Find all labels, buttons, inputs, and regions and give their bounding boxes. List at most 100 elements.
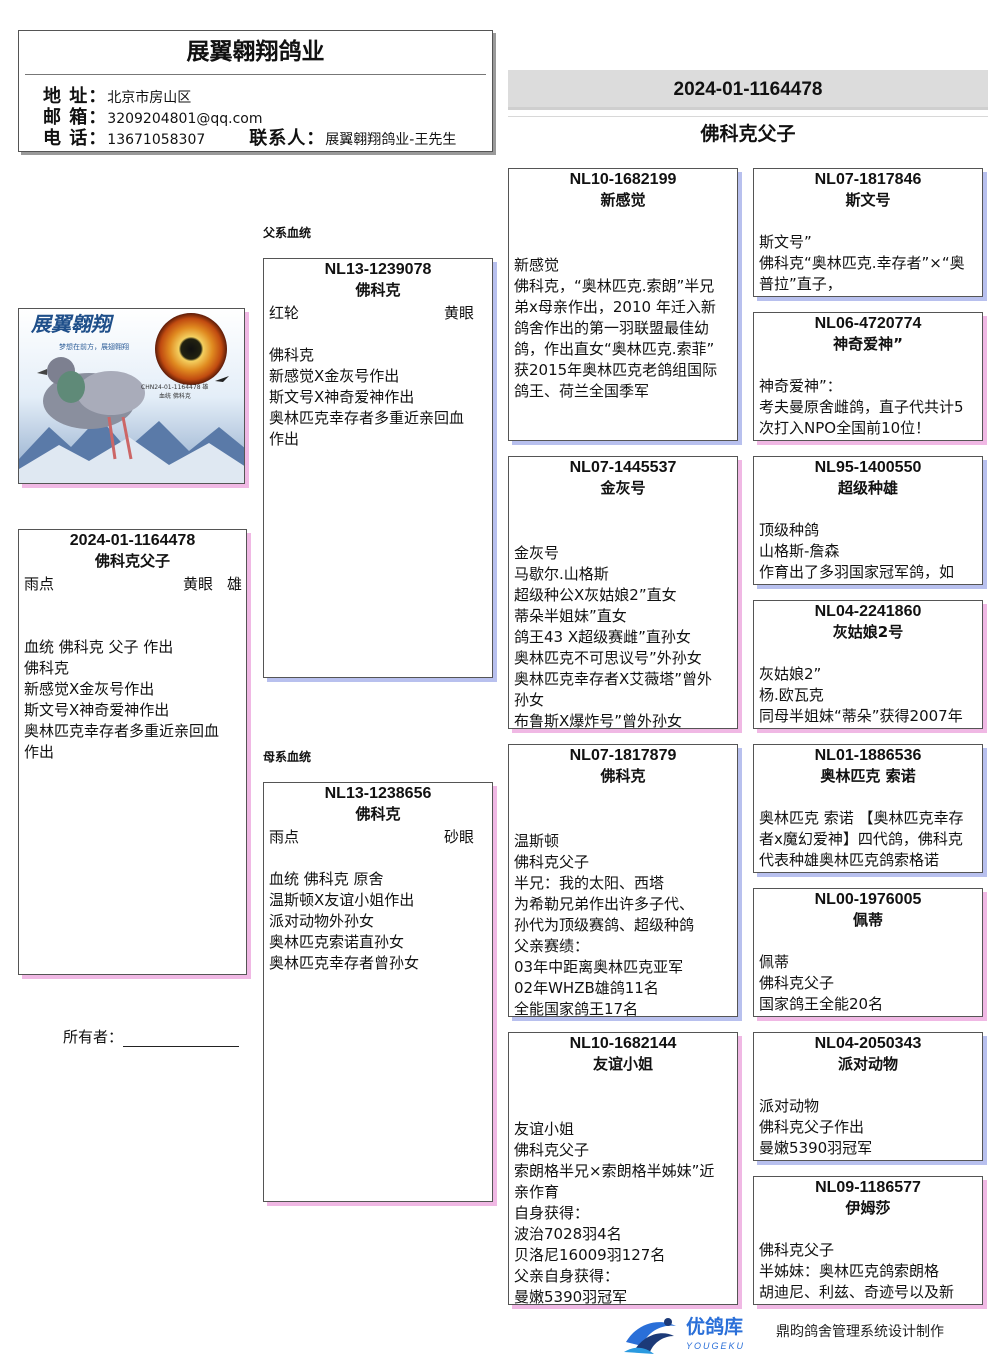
gen2-card-sire-dam: NL07-1445537 金灰号 金灰号 马歇尔.山格斯 超级种公X灰姑娘2”直… bbox=[508, 456, 738, 729]
dam-traits: 雨点 砂眼 bbox=[264, 825, 492, 848]
phone-row: 电 话：13671058307 联系人：展翼翱翔鸽业-王先生 bbox=[43, 128, 456, 151]
sire-traits: 红轮 黄眼 bbox=[264, 301, 492, 324]
subject-eye: 黄眼 bbox=[183, 575, 213, 593]
title-bar: 2024-01-1164478 bbox=[508, 70, 988, 110]
gen3-name: 斯文号 bbox=[754, 190, 982, 211]
gen3-desc: 顶级种鸽 山格斯-詹森 作育出了多羽国家冠军鸽，如 bbox=[754, 520, 982, 583]
sire-card: NL13-1239078 佛科克 红轮 黄眼 佛科克 新感觉X金灰号作出 斯文号… bbox=[263, 258, 493, 678]
gen2-name: 友谊小姐 bbox=[509, 1054, 737, 1075]
sire-desc: 佛科克 新感觉X金灰号作出 斯文号X神奇爱神作出 奥林匹克幸存者多重近亲回血 作… bbox=[264, 345, 492, 450]
footer-credit: 鼎昀鸽舍管理系统设计制作 bbox=[776, 1322, 944, 1342]
title-ring: 2024-01-1164478 bbox=[508, 70, 988, 110]
owner-label: 所有者： bbox=[63, 1028, 123, 1046]
gen3-name: 派对动物 bbox=[754, 1054, 982, 1075]
subject-color: 雨点 bbox=[24, 574, 54, 595]
yougeku-logo-icon bbox=[620, 1312, 682, 1356]
gen3-name: 超级种雄 bbox=[754, 478, 982, 499]
gen2-card-dam-dam: NL10-1682144 友谊小姐 友谊小姐 佛科克父子 索朗格半兄×索朗格半姊… bbox=[508, 1032, 738, 1305]
gen2-card-sire-sire: NL10-1682199 新感觉 新感觉 佛科克，“奥林匹克.索朗”半兄 弟x母… bbox=[508, 168, 738, 441]
gen3-ring: NL01-1886536 bbox=[754, 745, 982, 766]
gen2-ring: NL10-1682199 bbox=[509, 169, 737, 190]
gen2-desc: 友谊小姐 佛科克父子 索朗格半兄×索朗格半姊妹”近 亲作育 自身获得： 波治70… bbox=[509, 1119, 737, 1305]
gen3-card-4: NL04-2241860 灰姑娘2号 灰姑娘2” 杨.欧瓦克 同母半姐妹“蒂朵”… bbox=[753, 600, 983, 729]
gen3-card-5: NL01-1886536 奥林匹克 索诺 奥林匹克 索诺 【奥林匹克幸存 者x魔… bbox=[753, 744, 983, 873]
dam-card: NL13-1238656 佛科克 雨点 砂眼 血统 佛科克 原舍 温斯顿X友谊小… bbox=[263, 782, 493, 1202]
gen3-name: 灰姑娘2号 bbox=[754, 622, 982, 643]
owner-line: 所有者： bbox=[63, 1027, 239, 1047]
gen2-desc: 温斯顿 佛科克父子 半兄：我的太阳、西塔 为希勒兄弟作出许多子代、 孙代为顶级赛… bbox=[509, 831, 737, 1017]
eye-graphic bbox=[155, 313, 227, 385]
gen3-desc: 佛科克父子 半姊妹：奥林匹克鸽索朗格 胡迪尼、利兹、奇迹号以及新 bbox=[754, 1240, 982, 1303]
sire-name: 佛科克 bbox=[264, 280, 492, 301]
dam-eye: 砂眼 bbox=[444, 827, 474, 848]
phone-value: 13671058307 bbox=[107, 132, 205, 148]
subject-card: 2024-01-1164478 佛科克父子 雨点 黄眼雄 血统 佛科克 父子 作… bbox=[18, 529, 247, 975]
header-divider bbox=[25, 74, 486, 75]
dam-ring: NL13-1238656 bbox=[264, 783, 492, 804]
sire-label: 父系血统 bbox=[263, 224, 311, 242]
gen3-desc: 派对动物 佛科克父子作出 曼嫩5390羽冠军 bbox=[754, 1096, 982, 1159]
subject-traits: 雨点 黄眼雄 bbox=[19, 572, 246, 595]
gen2-desc: 新感觉 佛科克，“奥林匹克.索朗”半兄 弟x母亲作出，2010 年迁入新 鸽舍作… bbox=[509, 255, 737, 402]
address-value: 北京市房山区 bbox=[107, 90, 191, 106]
address-label: 地 址： bbox=[43, 86, 107, 107]
gen3-card-1: NL07-1817846 斯文号 斯文号” 佛科克“奥林匹克.幸存者”×“奥 普… bbox=[753, 168, 983, 297]
gen3-card-3: NL95-1400550 超级种雄 顶级种鸽 山格斯-詹森 作育出了多羽国家冠军… bbox=[753, 456, 983, 585]
footer-logo: 优鸽库 YOUGEKU bbox=[620, 1312, 766, 1358]
pigeon-photo-art: 展翼翱翔 梦想在前方，展翅翱翔 CHN24-01-1164478 雄 血统 佛科… bbox=[19, 309, 245, 484]
gen3-desc: 佩蒂 佛科克父子 国家鸽王全能20名 bbox=[754, 952, 982, 1015]
footer-brand-en: YOUGEKU bbox=[686, 1340, 745, 1352]
email-row: 邮 箱：3209204801@qq.com bbox=[43, 107, 262, 130]
pigeon-photo: 展翼翱翔 梦想在前方，展翅翱翔 CHN24-01-1164478 雄 血统 佛科… bbox=[18, 308, 245, 484]
photo-caption-2: 血统 佛科克 bbox=[159, 392, 191, 400]
dam-color: 雨点 bbox=[269, 827, 299, 848]
gen3-card-7: NL04-2050343 派对动物 派对动物 佛科克父子作出 曼嫩5390羽冠军 bbox=[753, 1032, 983, 1161]
dam-label: 母系血统 bbox=[263, 748, 311, 766]
gen3-ring: NL07-1817846 bbox=[754, 169, 982, 190]
title-underline bbox=[508, 116, 988, 117]
photo-logo-text: 展翼翱翔 bbox=[30, 312, 115, 336]
gen3-desc: 奥林匹克 索诺 【奥林匹克幸存 者x魔幻爱神】四代鸽，佛科克 代表种雄奥林匹克鸽… bbox=[754, 808, 982, 871]
title-name: 佛科克父子 bbox=[508, 121, 988, 147]
gen2-name: 新感觉 bbox=[509, 190, 737, 211]
sire-eye: 黄眼 bbox=[444, 303, 474, 324]
gen3-name: 奥林匹克 索诺 bbox=[754, 766, 982, 787]
gen3-card-6: NL00-1976005 佩蒂 佩蒂 佛科克父子 国家鸽王全能20名 bbox=[753, 888, 983, 1017]
gen3-card-2: NL06-4720774 神奇爱神” 神奇爱神”： 考夫曼原舍雌鸽，直子代共计5… bbox=[753, 312, 983, 441]
gen3-desc: 斯文号” 佛科克“奥林匹克.幸存者”×“奥 普拉”直子， bbox=[754, 232, 982, 295]
gen3-ring: NL09-1186577 bbox=[754, 1177, 982, 1198]
footer-brand: 优鸽库 bbox=[686, 1316, 743, 1338]
photo-caption: CHN24-01-1164478 雄 bbox=[141, 383, 208, 391]
phone-label: 电 话： bbox=[43, 128, 107, 149]
dam-name: 佛科克 bbox=[264, 804, 492, 825]
dam-desc: 血统 佛科克 原舍 温斯顿X友谊小姐作出 派对动物外孙女 奥林匹克索诺直孙女 奥… bbox=[264, 869, 492, 974]
contact-label: 联系人： bbox=[249, 128, 325, 149]
gen2-ring: NL10-1682144 bbox=[509, 1033, 737, 1054]
subject-ring: 2024-01-1164478 bbox=[19, 530, 246, 551]
subject-name: 佛科克父子 bbox=[19, 551, 246, 572]
gen3-name: 神奇爱神” bbox=[754, 334, 982, 355]
header-card: 展翼翱翔鸽业 地 址：北京市房山区 邮 箱：3209204801@qq.com … bbox=[18, 30, 493, 152]
subject-desc: 血统 佛科克 父子 作出 佛科克 新感觉X金灰号作出 斯文号X神奇爱神作出 奥林… bbox=[19, 637, 246, 763]
gen2-ring: NL07-1445537 bbox=[509, 457, 737, 478]
email-label: 邮 箱： bbox=[43, 107, 107, 128]
gen3-ring: NL04-2050343 bbox=[754, 1033, 982, 1054]
company-name: 展翼翱翔鸽业 bbox=[19, 37, 492, 67]
gen3-ring: NL95-1400550 bbox=[754, 457, 982, 478]
gen3-desc: 灰姑娘2” 杨.欧瓦克 同母半姐妹“蒂朵”获得2007年 bbox=[754, 664, 982, 727]
gen3-ring: NL04-2241860 bbox=[754, 601, 982, 622]
gen2-name: 佛科克 bbox=[509, 766, 737, 787]
subject-sex: 雄 bbox=[227, 575, 242, 593]
gen2-ring: NL07-1817879 bbox=[509, 745, 737, 766]
gen3-card-8: NL09-1186577 伊姆莎 佛科克父子 半姊妹：奥林匹克鸽索朗格 胡迪尼、… bbox=[753, 1176, 983, 1305]
photo-slogan: 梦想在前方，展翅翱翔 bbox=[59, 342, 129, 351]
gen3-name: 伊姆莎 bbox=[754, 1198, 982, 1219]
gen2-card-dam-sire: NL07-1817879 佛科克 温斯顿 佛科克父子 半兄：我的太阳、西塔 为希… bbox=[508, 744, 738, 1017]
contact-value: 展翼翱翔鸽业-王先生 bbox=[325, 132, 456, 148]
gen3-ring: NL00-1976005 bbox=[754, 889, 982, 910]
address-row: 地 址：北京市房山区 bbox=[43, 86, 191, 109]
gen3-ring: NL06-4720774 bbox=[754, 313, 982, 334]
sire-color: 红轮 bbox=[269, 303, 299, 324]
gen3-desc: 神奇爱神”： 考夫曼原舍雌鸽，直子代共计5 次打入NPO全国前10位！ bbox=[754, 376, 982, 439]
gen2-name: 金灰号 bbox=[509, 478, 737, 499]
